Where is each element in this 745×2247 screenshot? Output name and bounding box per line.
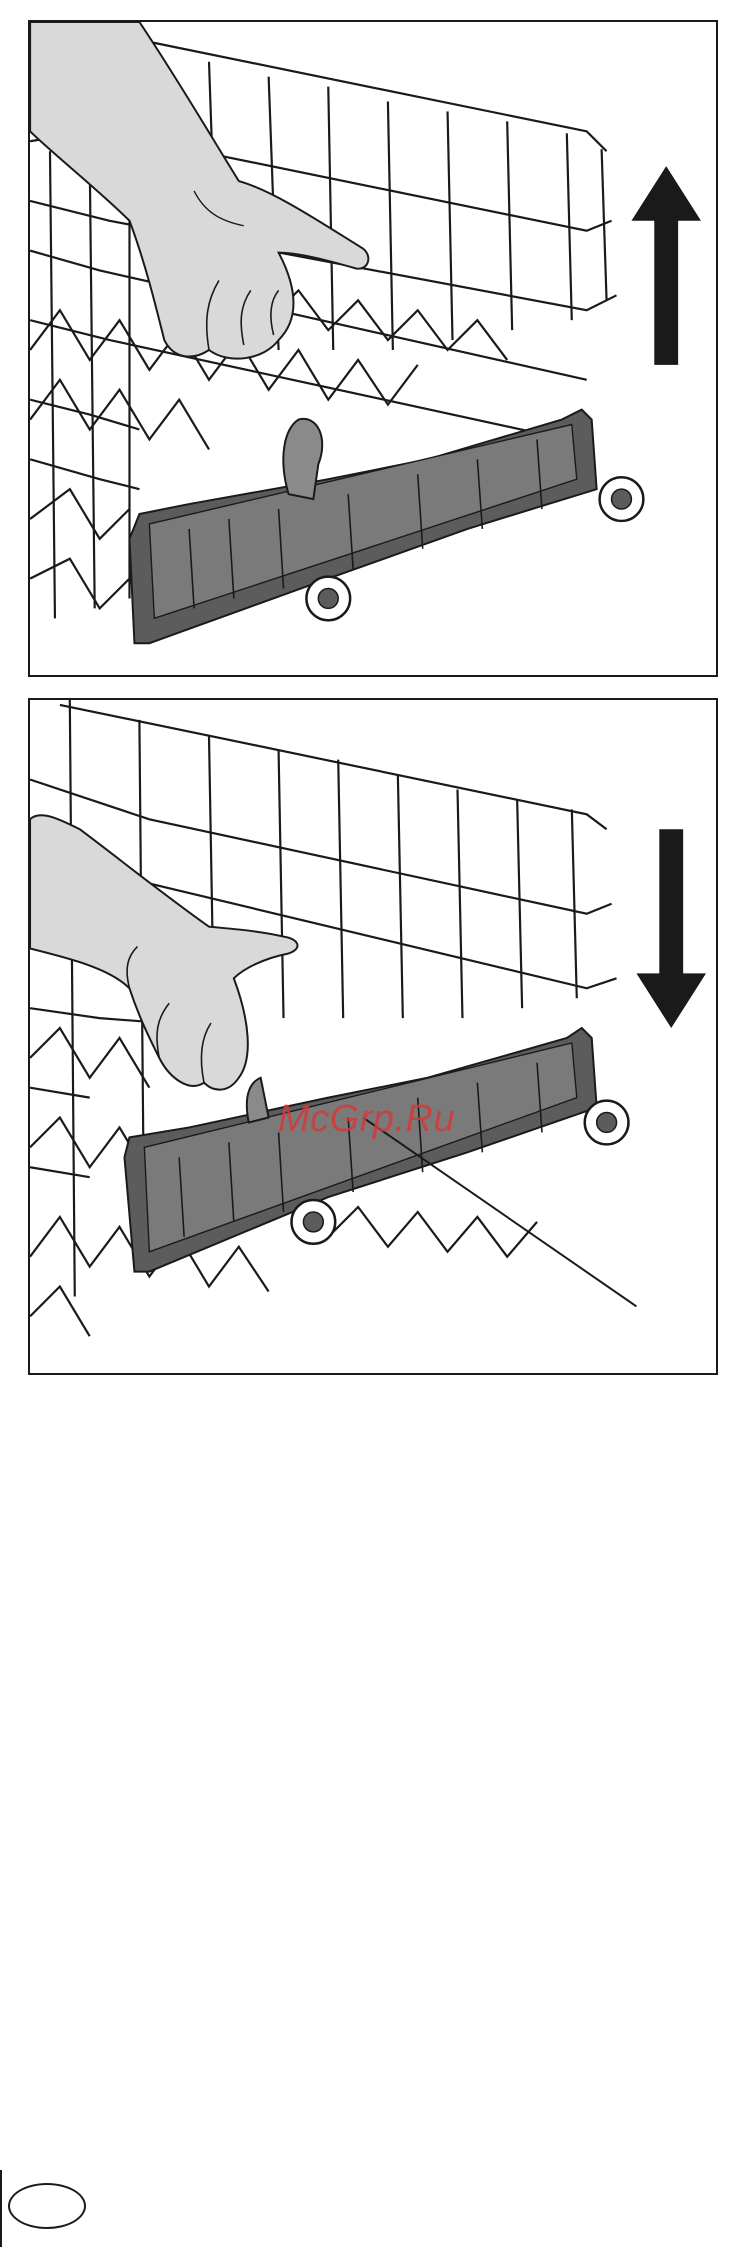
arrow-up-icon [631, 166, 701, 365]
watermark: McGrp.Ru [278, 1098, 455, 1141]
callout-line [363, 1118, 636, 1307]
hand-illustration [30, 22, 368, 359]
figure-lower-rack [28, 698, 718, 1375]
page-number-oval [8, 2183, 86, 2229]
hand-illustration [30, 815, 297, 1089]
figure-raise-rack [28, 20, 718, 677]
rack-raise-illustration [30, 22, 716, 675]
rack-lower-illustration [30, 700, 716, 1373]
arrow-down-icon [636, 829, 706, 1028]
margin-rule [0, 2170, 2, 2247]
